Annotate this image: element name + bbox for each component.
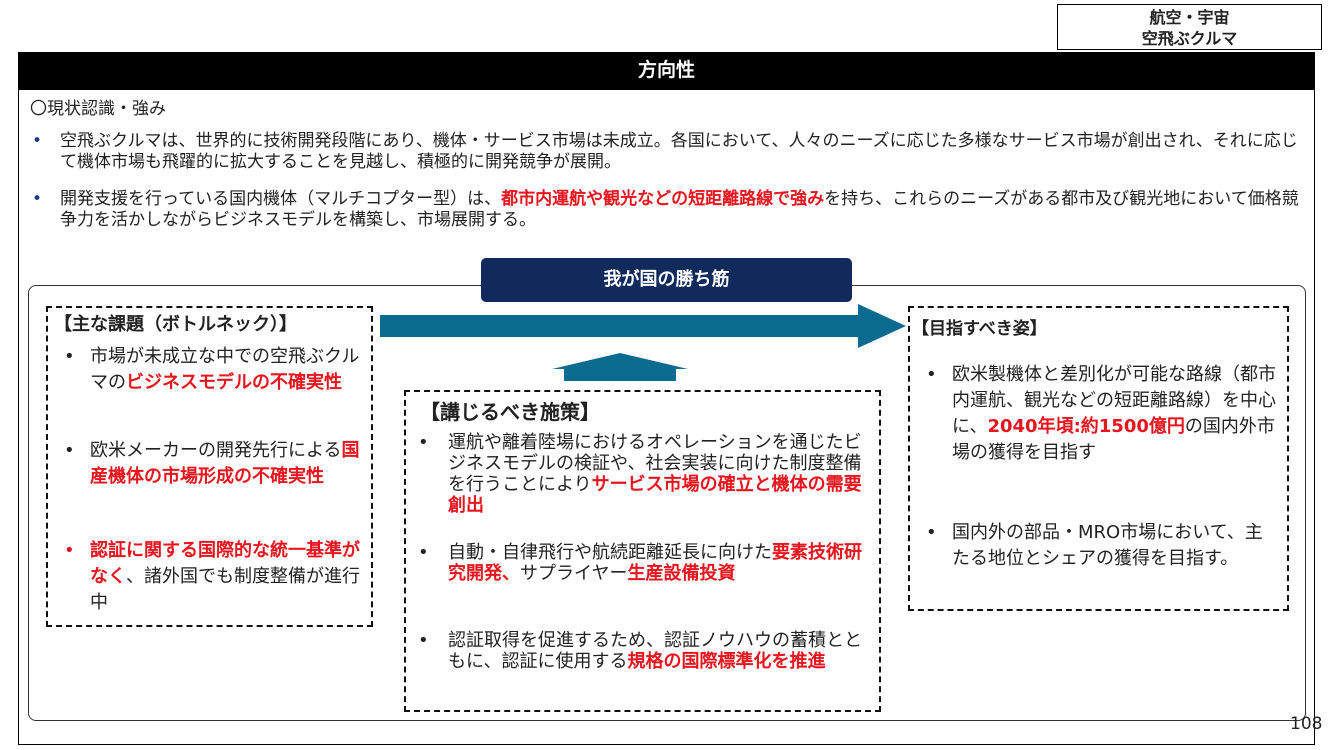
measure-2-highlight: 要素技術研究開発、 [448, 542, 862, 584]
right-arrow-icon [380, 304, 906, 348]
goal-item-2: • 国内外の部品・MRO市場において、主たる地位とシェアの獲得を目指す。 [926, 520, 1277, 572]
topic-tag-line1: 航空・宇宙 [1149, 8, 1230, 27]
measures-title: 【講じるべき施策】 [420, 400, 600, 424]
status-heading: 〇現状認識・強み [30, 99, 166, 119]
page-number: 108 [1290, 714, 1323, 734]
measure-3-text: 認証取得を促進するため、認証ノウハウの蓄積とともに、認証に使用する [448, 630, 862, 672]
issue-1-text: 市場が未成立な中での空飛ぶクルマの [90, 346, 360, 393]
goal-1-post: の国内外市場の獲得を目指す [952, 416, 1275, 463]
status-bullet-2: • 開発支援を行っている国内機体（マルチコプター型）は、都市内運航や観光などの短… [32, 189, 1312, 231]
bullet-icon: • [64, 346, 75, 367]
goals-title: 【目指すべき姿】 [912, 319, 1047, 339]
topic-tag: 航空・宇宙 空飛ぶクルマ [1057, 4, 1322, 50]
bullet-icon: • [926, 364, 937, 385]
bullet-icon: • [32, 189, 43, 209]
status-bullet-2-highlight: 都市内運航や観光などの短距離路線で強み [501, 189, 825, 209]
issue-1-highlight: ビジネスモデルの不確実性 [126, 372, 342, 393]
measures-box: 【講じるべき施策】 • 運航や離着陸場におけるオペレーションを通じたビジネスモデ… [404, 390, 881, 712]
goal-1-highlight: 2040年頃:約1500億円 [987, 416, 1185, 437]
measure-item-2: • 自動・自律飛行や航続距離延長に向けた要素技術研究開発、サプライヤー生産設備投… [418, 542, 873, 584]
bullet-icon: • [32, 131, 43, 151]
bullet-icon: • [64, 440, 75, 461]
page-title: 方向性 [18, 52, 1315, 90]
goals-box: 【目指すべき姿】 • 欧米製機体と差別化が可能な路線（都市内運航、観光などの短距… [908, 306, 1289, 611]
issue-2-text: 欧米メーカーの開発先行による [90, 440, 342, 461]
winning-strategy-banner: 我が国の勝ち筋 [481, 258, 852, 302]
measure-2-mid: サプライヤー [520, 563, 628, 584]
status-bullet-2-post: を持ち、これらのニーズがある都市及び観光地において価格競争力を活かしながらビジネ… [60, 189, 1299, 230]
up-arrow-icon [552, 353, 688, 381]
goal-item-1: • 欧米製機体と差別化が可能な路線（都市内運航、観光などの短距離路線）を中心に、… [926, 362, 1277, 466]
measure-1-text: 運航や離着陸場におけるオペレーションを通じたビジネスモデルの検証や、社会実装に向… [448, 432, 862, 495]
measure-2-highlight2: 生産設備投資 [627, 563, 736, 584]
measure-1-highlight: サービス市場の確立と機体の需要創出 [448, 474, 862, 516]
issue-item-1: • 市場が未成立な中での空飛ぶクルマのビジネスモデルの不確実性 [64, 344, 365, 396]
issue-item-3: • 認証に関する国際的な統一基準がなく、諸外国でも制度整備が進行中 [64, 538, 365, 616]
goal-1-text: 欧米製機体と差別化が可能な路線（都市内運航、観光などの短距離路線）を中心に、 [952, 364, 1276, 437]
measure-item-3: • 認証取得を促進するため、認証ノウハウの蓄積とともに、認証に使用する規格の国際… [418, 630, 873, 672]
measure-3-highlight: 規格の国際標準化を推進 [627, 651, 826, 672]
measure-2-text: 自動・自律飛行や航続距離延長に向けた [448, 542, 772, 563]
issues-title: 【主な課題（ボトルネック）】 [54, 314, 297, 335]
arrow-graphics [380, 304, 906, 381]
status-bullet-1: • 空飛ぶクルマは、世界的に技術開発段階にあり、機体・サービス市場は未成立。各国… [32, 131, 1312, 173]
bullet-icon: • [64, 540, 75, 561]
status-bullet-1-text: 空飛ぶクルマは、世界的に技術開発段階にあり、機体・サービス市場は未成立。各国にお… [60, 131, 1298, 172]
issue-2-highlight: 国産機体の市場形成の不確実性 [90, 440, 360, 487]
issues-box: 【主な課題（ボトルネック）】 • 市場が未成立な中での空飛ぶクルマのビジネスモデ… [46, 306, 373, 627]
bullet-icon: • [418, 432, 429, 453]
bullet-icon: • [926, 522, 937, 543]
issue-item-2: • 欧米メーカーの開発先行による国産機体の市場形成の不確実性 [64, 438, 365, 490]
bullet-icon: • [418, 630, 429, 651]
status-bullet-2-pre: 開発支援を行っている国内機体（マルチコプター型）は、 [60, 189, 502, 209]
topic-tag-line2: 空飛ぶクルマ [1141, 29, 1238, 48]
goal-2-text: 国内外の部品・MRO市場において、主たる地位とシェアの獲得を目指す。 [952, 522, 1263, 569]
bullet-icon: • [418, 542, 429, 563]
measure-item-1: • 運航や離着陸場におけるオペレーションを通じたビジネスモデルの検証や、社会実装… [418, 432, 873, 516]
issue-3-highlight: 認証に関する国際的な統一基準がなく [90, 540, 360, 587]
issue-3-text: 、諸外国でも制度整備が進行中 [90, 566, 360, 613]
